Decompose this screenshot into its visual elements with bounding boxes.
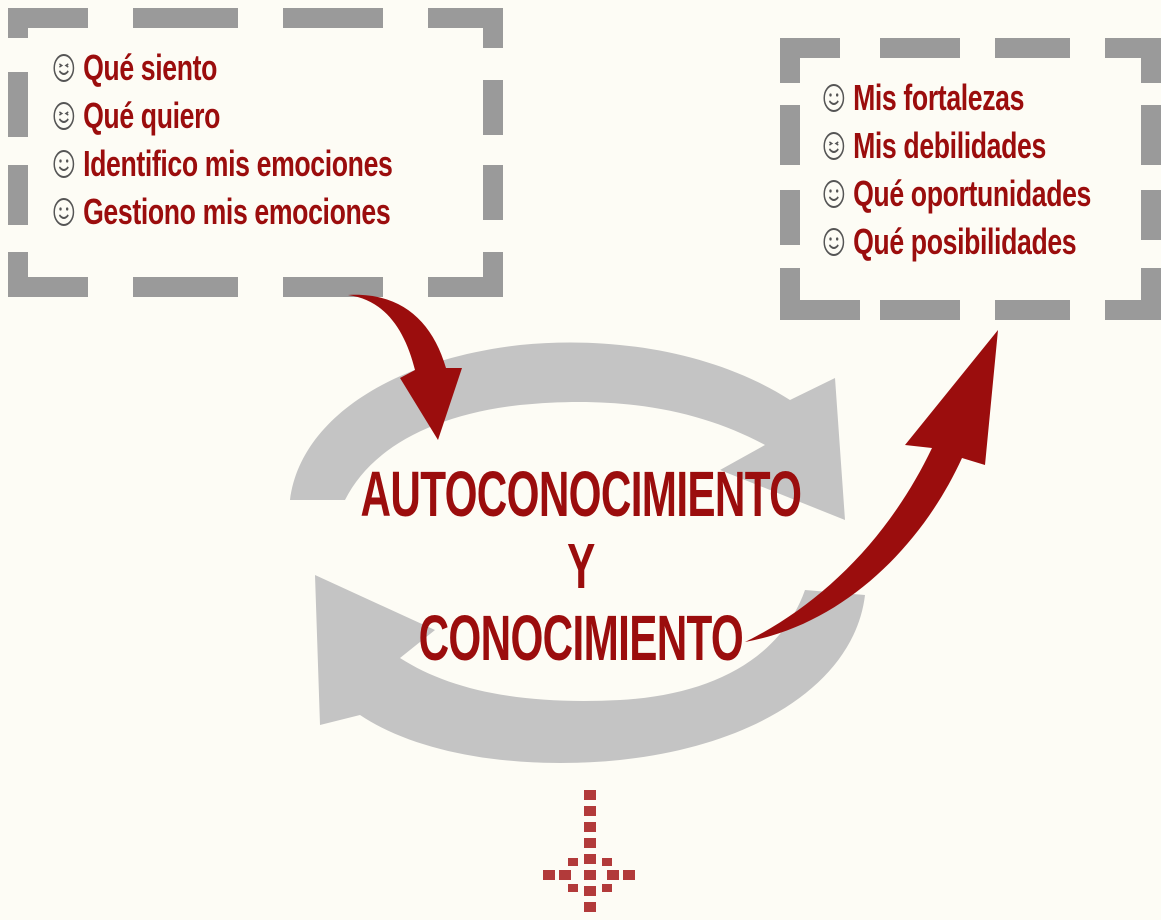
cycle-arrow-lower — [315, 575, 865, 763]
right-box-item-label: Mis fortalezas — [853, 77, 1025, 118]
plus-sign — [543, 790, 635, 912]
right-box-item: Mis debilidades — [822, 122, 1091, 170]
arrow-out-of-cycle — [745, 330, 998, 642]
left-dashed-frame — [8, 8, 503, 297]
left-box-list: Qué siento Qué quiero Identifico mis emo… — [52, 44, 512, 236]
left-box-item-label: Identifico mis emociones — [83, 143, 393, 184]
right-box-item-label: Qué oportunidades — [853, 173, 1092, 214]
left-box-item: Qué siento — [52, 44, 392, 92]
left-box-item-label: Qué siento — [83, 47, 218, 88]
left-box-item: Gestiono mis emociones — [52, 188, 392, 236]
right-dashed-frame — [780, 38, 1161, 320]
center-title-line3-text: CONOCIMIENTO — [418, 602, 743, 674]
center-title-line2: Y — [0, 534, 1161, 598]
right-box-item: Qué posibilidades — [822, 218, 1091, 266]
center-title-line1: AUTOCONOCIMIENTO — [0, 462, 1161, 526]
smiley-icon — [823, 132, 845, 160]
smiley-icon — [823, 228, 845, 256]
left-box-item: Qué quiero — [52, 92, 392, 140]
right-box-item-label: Mis debilidades — [853, 125, 1046, 166]
right-box-item: Qué oportunidades — [822, 170, 1091, 218]
arrow-into-cycle — [348, 294, 462, 440]
right-box-list: Mis fortalezas Mis debilidades Qué oport… — [822, 74, 1161, 266]
center-title-line2-text: Y — [566, 530, 595, 602]
smiley-icon — [823, 84, 845, 112]
center-title-line1-text: AUTOCONOCIMIENTO — [360, 458, 801, 530]
smiley-icon — [823, 180, 845, 208]
left-box-item: Identifico mis emociones — [52, 140, 393, 188]
smiley-icon — [53, 54, 75, 82]
right-box-item: Mis fortalezas — [822, 74, 1091, 122]
left-box-item-label: Gestiono mis emociones — [83, 191, 391, 232]
smiley-icon — [53, 102, 75, 130]
left-box-item-label: Qué quiero — [83, 95, 221, 136]
center-title-line3: CONOCIMIENTO — [0, 606, 1161, 670]
smiley-icon — [53, 198, 75, 226]
smiley-icon — [53, 150, 75, 178]
right-box-item-label: Qué posibilidades — [853, 221, 1077, 262]
